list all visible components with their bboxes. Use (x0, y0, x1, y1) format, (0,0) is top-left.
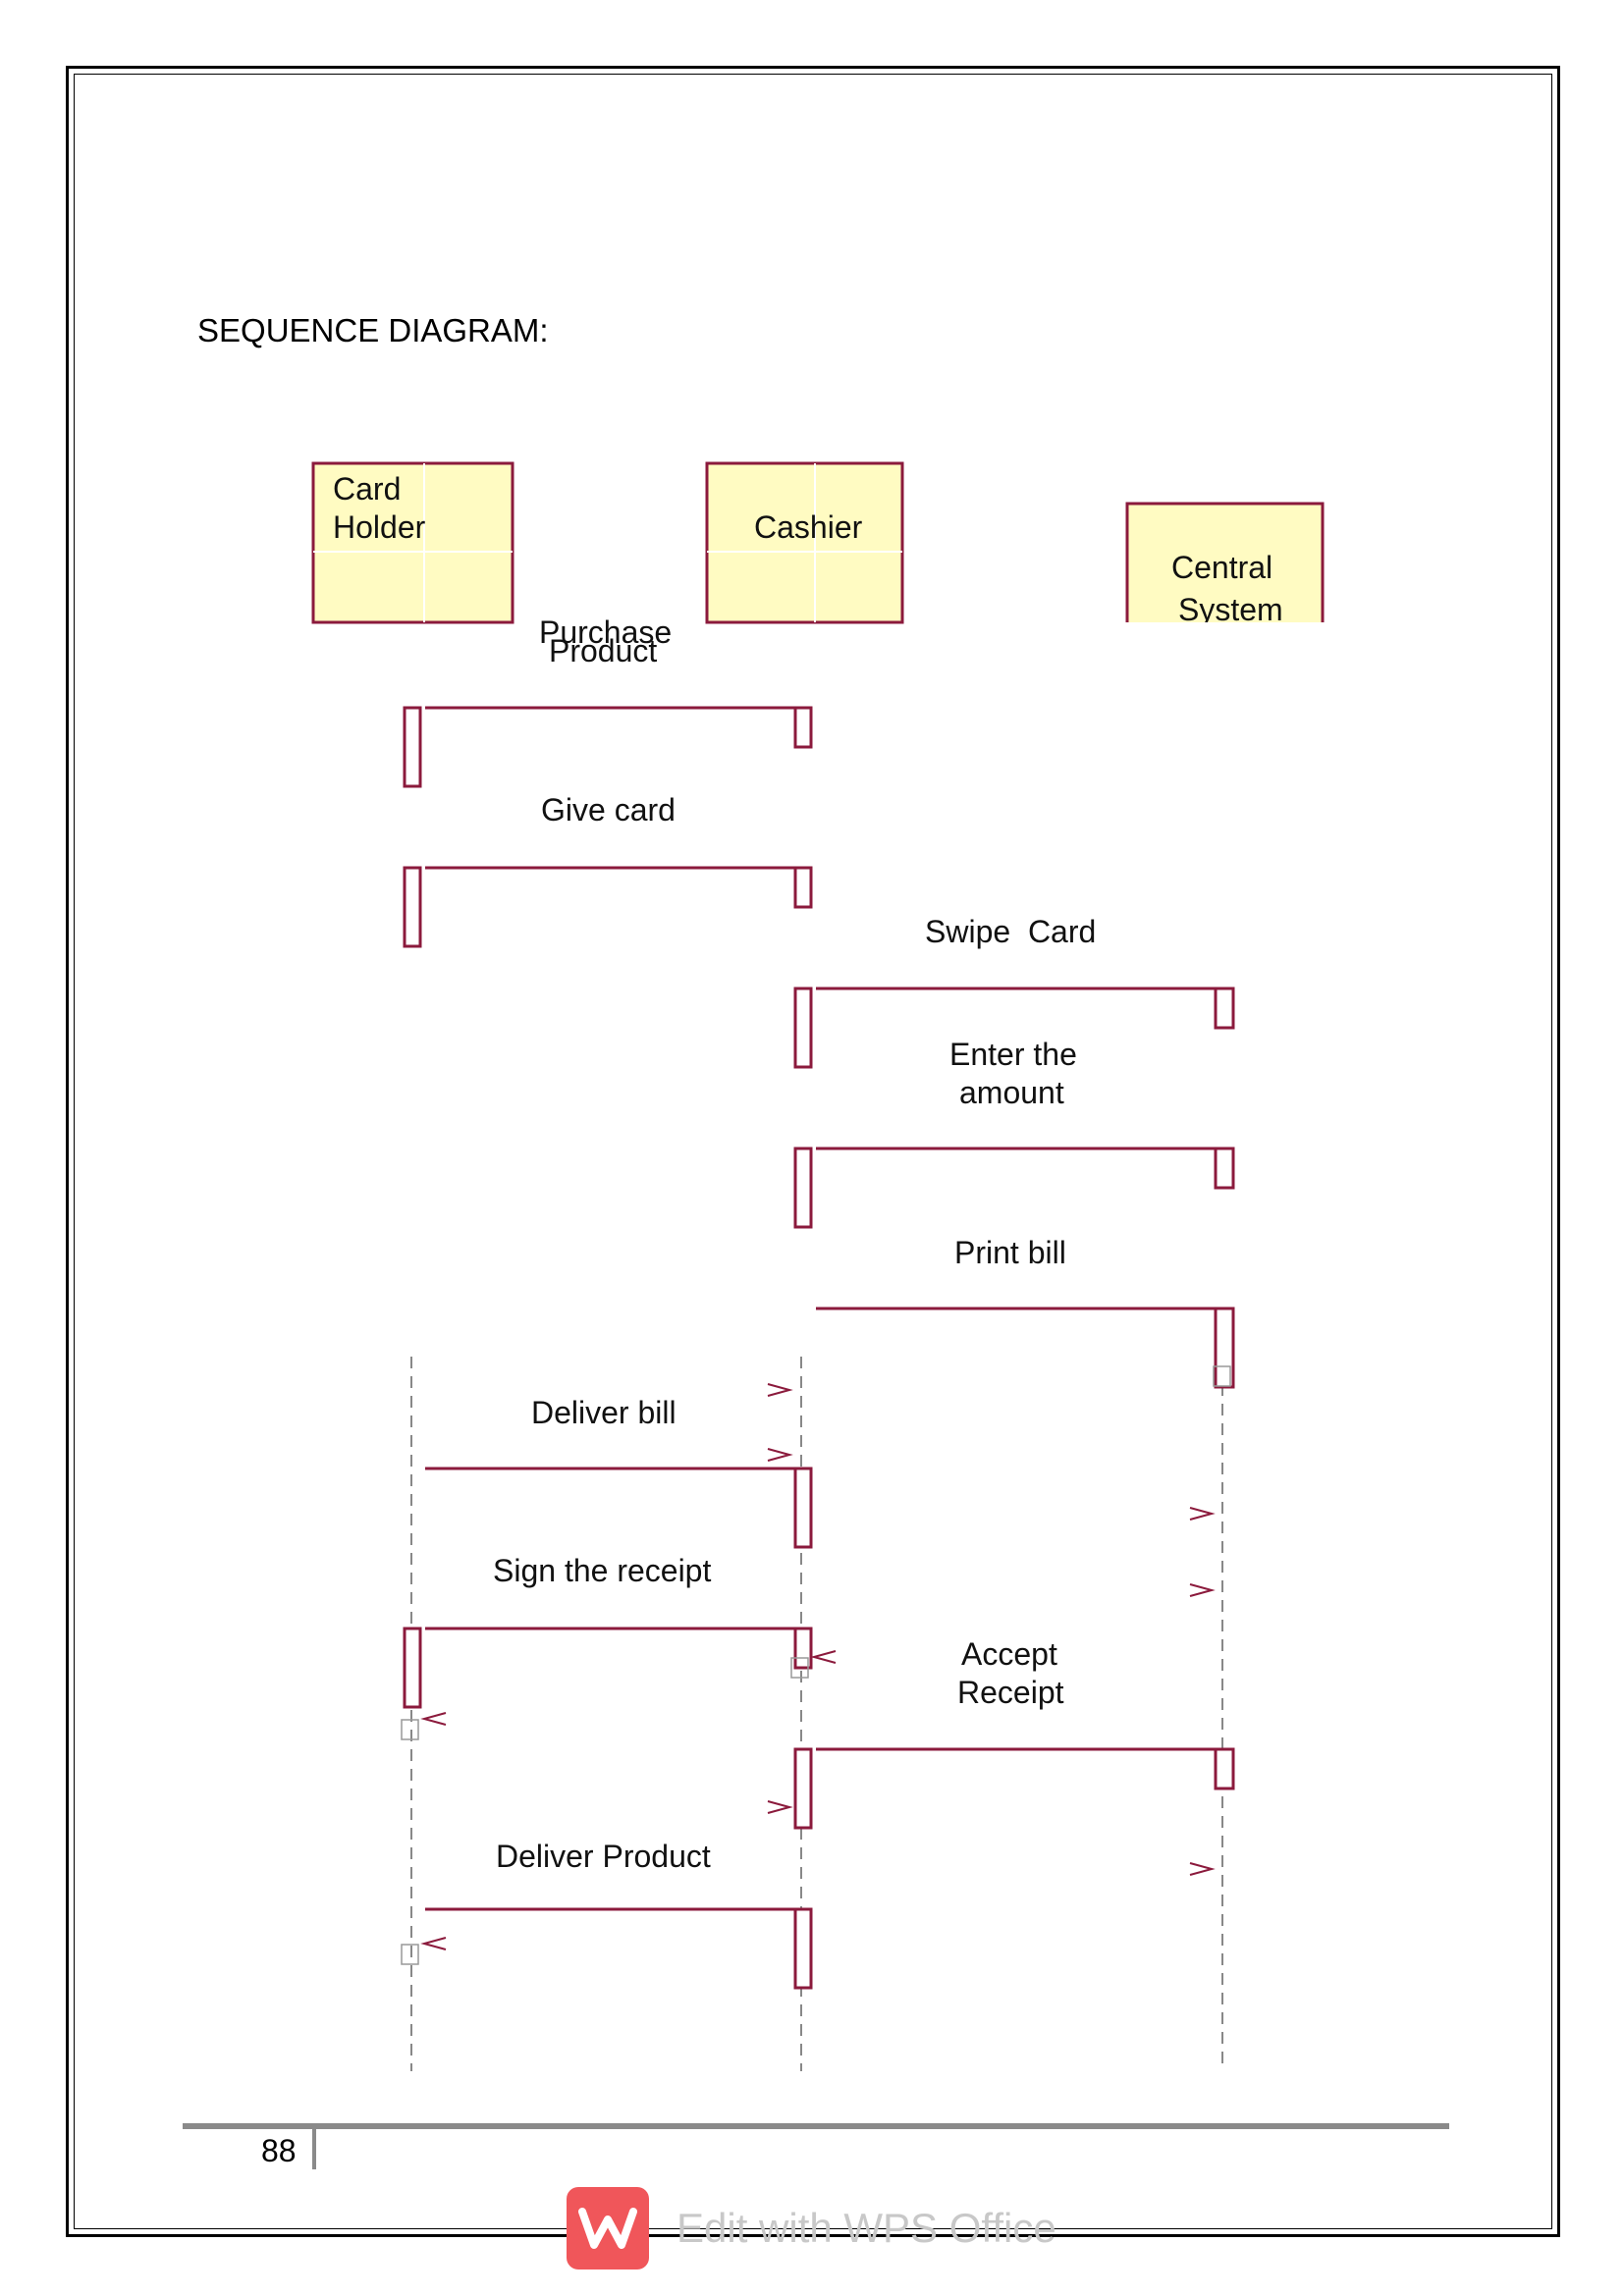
activation-box (793, 987, 813, 1069)
page-heading: SEQUENCE DIAGRAM: (197, 312, 549, 348)
message-label: Deliver Product (496, 1839, 711, 1874)
message-label: Enter the (949, 1037, 1077, 1072)
message-label: amount (959, 1075, 1064, 1110)
activation-box (793, 1747, 813, 1830)
page-number-divider (312, 2129, 316, 2169)
page-border (66, 66, 1560, 2237)
activation-box (403, 706, 422, 788)
arrowhead-icon (767, 1383, 793, 1397)
lifeline-label: System (1178, 592, 1283, 627)
return-marker (401, 1719, 419, 1740)
activation-box (403, 1627, 422, 1709)
lifeline-box-cashier: Cashier (705, 461, 904, 624)
message-label: Purchase (539, 614, 672, 650)
arrowhead-icon (1189, 1507, 1216, 1521)
message-label: Print bill (954, 1235, 1066, 1270)
arrowhead-icon (1189, 1862, 1216, 1876)
activation-box (403, 866, 422, 948)
return-marker (401, 1944, 419, 1965)
message-label: Swipe Card (925, 914, 1096, 949)
arrowhead-icon (1189, 1583, 1216, 1597)
activation-box (1214, 1307, 1235, 1389)
arrowhead-icon (767, 1800, 793, 1814)
message-label: Give card (541, 792, 676, 828)
footer-rule (183, 2123, 1449, 2129)
activation-box (793, 1147, 813, 1229)
arrowhead-icon (810, 1650, 837, 1664)
page-number: 88 (261, 2133, 297, 2168)
activation-box (1214, 1147, 1235, 1190)
message-label: Product (549, 633, 657, 668)
activation-box (793, 866, 813, 909)
arrowhead-icon (420, 1712, 447, 1726)
lifeline-label: Central (1171, 550, 1272, 585)
return-marker (790, 1657, 809, 1679)
return-marker (1213, 1365, 1231, 1387)
wps-watermark[interactable]: Edit with WPS Office (567, 2187, 1056, 2269)
lifeline-label: Cashier (754, 509, 863, 545)
activation-box (793, 706, 813, 749)
message-label: Sign the receipt (493, 1553, 711, 1588)
arrowhead-icon (767, 1448, 793, 1462)
activation-box (793, 1907, 813, 1990)
wps-logo-icon (567, 2187, 649, 2269)
lifeline-box-card-holder: Card Holder (311, 461, 514, 624)
lifeline-label: Card (333, 471, 401, 507)
message-label: Deliver bill (531, 1395, 677, 1430)
message-label: Receipt (957, 1675, 1064, 1710)
activation-box (1214, 1747, 1235, 1790)
activation-box (1214, 987, 1235, 1030)
activation-box (793, 1467, 813, 1549)
lifeline-box-central-system: Central System (1125, 502, 1325, 627)
arrowhead-icon (420, 1937, 447, 1950)
message-label: Accept (961, 1636, 1057, 1672)
wps-watermark-text: Edit with WPS Office (677, 2205, 1056, 2251)
page-border-inner (74, 74, 1552, 2229)
lifeline-label: Holder (333, 509, 426, 545)
